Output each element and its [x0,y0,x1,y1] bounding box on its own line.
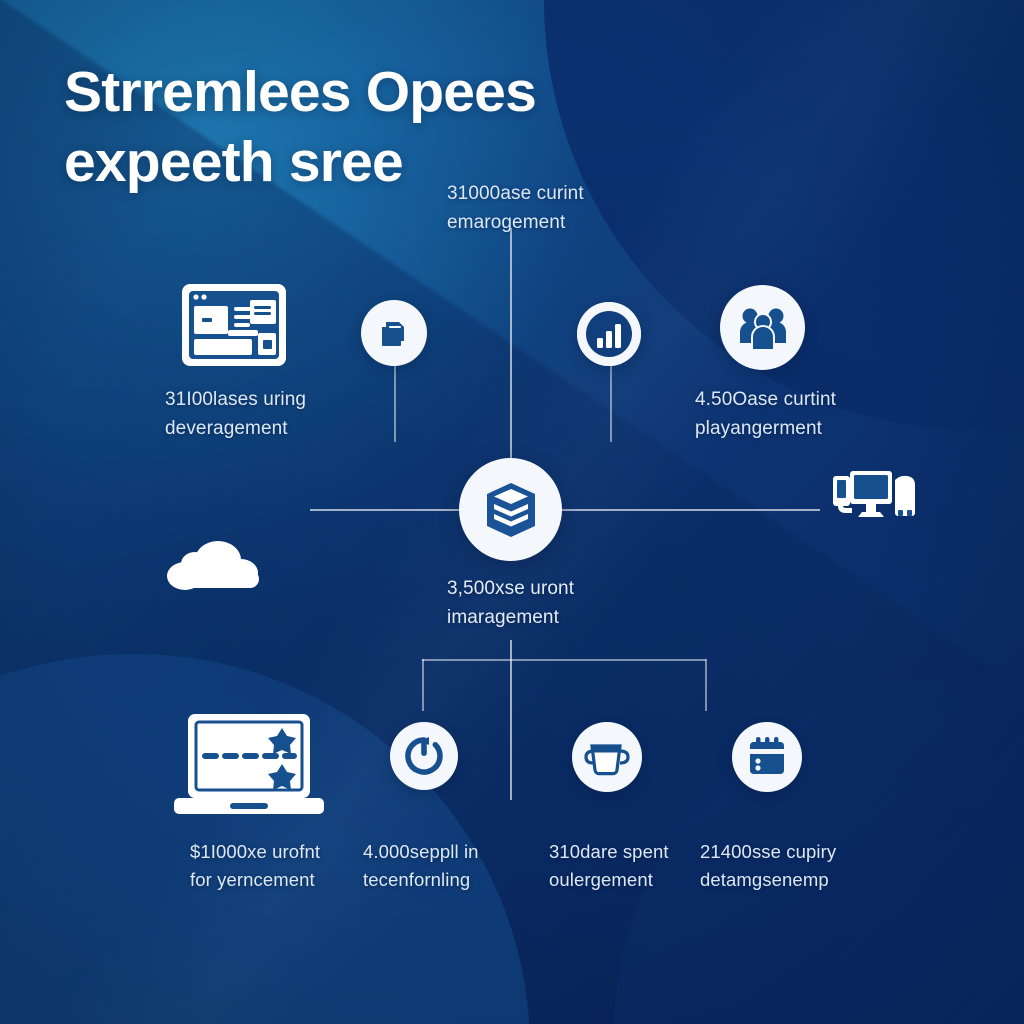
connector-hub-right [560,509,820,511]
top-node-label-line-1: 31000ase curint [447,183,584,204]
node-label-cup: 310dare spent oulergement [549,838,744,894]
calendar-icon[interactable] [732,722,802,792]
node-label-laptop: $1I000xe urofnt for yerncement [190,838,405,894]
node-label-laptop-line-2: for yerncement [190,869,315,891]
connector-bracket-leg-left [422,659,424,711]
stacked-layers-icon[interactable] [459,458,562,561]
node-label-calendar-line-2: detamgsenemp [700,869,829,891]
connector-bottom-vertical [510,640,512,800]
page-title: Strremlees Opees expeeth sree [64,58,724,197]
top-node-label: 31000ase curint emarogement [447,180,677,238]
node-label-dashboard: 31I00lases uring deveragement [165,386,405,444]
connector-bottom-bracket [422,659,706,661]
document-folder-icon[interactable] [361,300,427,366]
page-title-line-1: Strremlees Opees [64,60,537,124]
node-label-dashboard-line-1: 31I00lases uring [165,389,307,410]
connector-hub-left [310,509,510,511]
node-label-team-line-2: playangerment [695,417,822,439]
page-title-line-2: expeeth sree [64,129,404,194]
node-label-cup-line-1: 310dare spent [549,841,669,862]
node-label-team: 4.50Oase curtint playangerment [695,386,945,444]
node-label-calendar-line-1: 21400sse cupiry [700,841,837,862]
connector-document-drop [394,362,396,442]
top-node-label-line-2: emarogement [447,211,566,233]
devices-cluster-icon[interactable] [832,466,922,524]
connector-bracket-leg-right [705,659,707,711]
node-label-cup-line-2: oulergement [549,869,653,891]
hub-label-line-2: imaragement [447,606,559,628]
laptop-sparkle-icon[interactable] [172,712,326,816]
hub-label: 3,500xse uront imaragement [447,575,707,633]
cloud-icon[interactable] [163,538,263,596]
coffee-cup-icon[interactable] [572,722,642,792]
bar-chart-icon[interactable] [577,302,641,366]
people-group-icon[interactable] [720,285,805,370]
node-label-dashboard-line-2: deveragement [165,417,288,439]
node-label-laptop-line-1: $1I000xe urofnt [190,841,321,862]
node-label-refresh-line-2: tecenfornling [363,869,471,891]
node-label-team-line-1: 4.50Oase curtint [695,389,837,410]
connector-top-vertical [510,228,512,470]
hub-label-line-1: 3,500xse uront [447,578,575,599]
connector-chart-drop [610,362,612,442]
node-label-calendar: 21400sse cupiry detamgsenemp [700,838,915,894]
node-label-refresh-line-1: 4.000seppll in [363,841,479,862]
refresh-power-icon[interactable] [390,722,458,790]
dashboard-window-icon[interactable] [180,282,288,368]
node-label-refresh: 4.000seppll in tecenfornling [363,838,558,894]
